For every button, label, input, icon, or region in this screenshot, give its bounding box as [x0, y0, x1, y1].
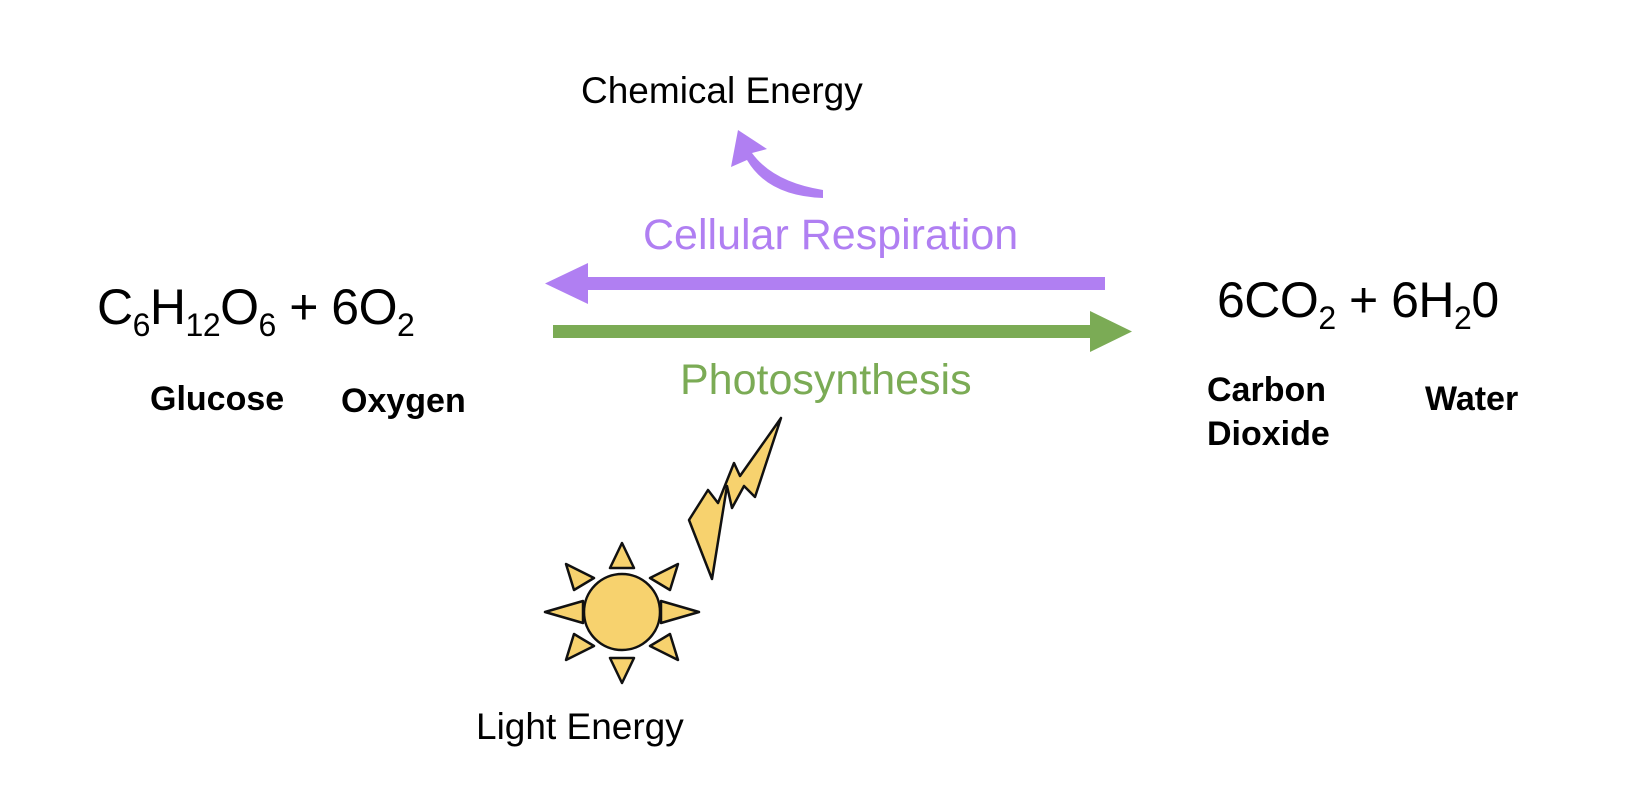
carbon-symbol: C: [97, 279, 133, 335]
water-molecule-o: 0: [1471, 272, 1499, 328]
plus-sign: +: [1335, 272, 1392, 328]
hydrogen-symbol: H: [149, 279, 186, 335]
water-label: Water: [1425, 380, 1519, 418]
respiration-arrow: [545, 263, 1105, 304]
carbon-dioxide-label: Carbon Dioxide: [1207, 368, 1330, 456]
carbon-subscript: 6: [132, 307, 151, 343]
light-energy-label: Light Energy: [476, 706, 684, 747]
products-formula: 6CO2 + 6H20: [1217, 272, 1499, 334]
glucose-label: Glucose: [150, 380, 285, 418]
oxygen-molecule: 6O: [331, 279, 397, 335]
sun-icon: [543, 541, 701, 685]
dioxide-label-line: Dioxide: [1207, 415, 1330, 453]
hydrogen-subscript: 12: [185, 307, 221, 343]
photosynthesis-arrow: [553, 311, 1132, 352]
plus-sign: +: [275, 279, 332, 335]
cellular-respiration-label: Cellular Respiration: [643, 211, 1019, 259]
oxygen-subscript: 6: [258, 307, 277, 343]
oxygen-symbol: O: [220, 279, 259, 335]
carbon-dioxide-molecule: 6CO: [1217, 272, 1319, 328]
water-subscript: 2: [1454, 300, 1472, 336]
carbon-dioxide-subscript: 2: [1318, 300, 1336, 336]
reactants-formula: C6H12O6 + 6O2: [97, 279, 415, 341]
chemical-energy-label: Chemical Energy: [581, 70, 863, 111]
oxygen-label: Oxygen: [341, 382, 466, 420]
photosynthesis-label: Photosynthesis: [680, 356, 972, 404]
lightning-bolt-icon: [687, 416, 783, 581]
water-molecule-h: 6H: [1391, 272, 1455, 328]
oxygen-molecule-subscript: 2: [397, 307, 415, 343]
curved-arrow-icon: [731, 130, 823, 198]
carbon-label-line: Carbon: [1207, 371, 1326, 409]
